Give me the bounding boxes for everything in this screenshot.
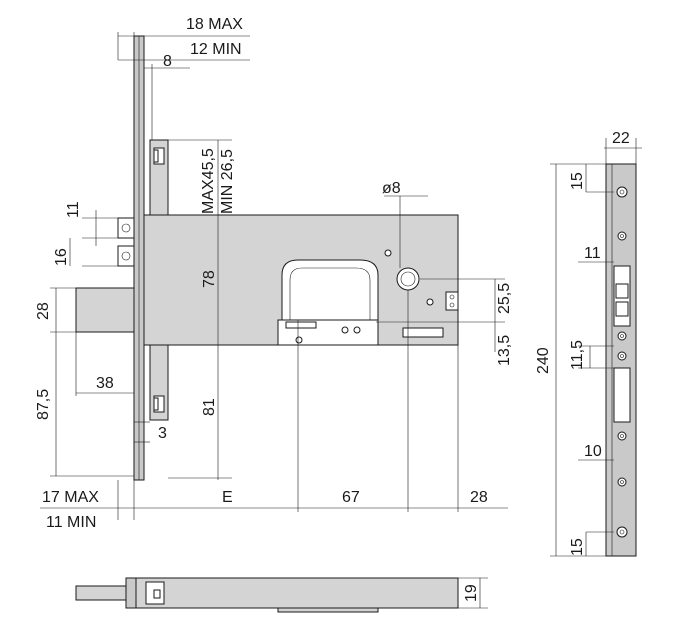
label-19: 19 xyxy=(463,584,480,602)
label-81: 81 xyxy=(201,398,218,416)
label-3: 3 xyxy=(158,425,167,442)
label-135: 13,5 xyxy=(496,335,513,366)
faceplate-side-view xyxy=(550,138,642,557)
label-15-top: 15 xyxy=(569,172,586,190)
label-8-top: 8 xyxy=(163,53,172,70)
label-min265: MIN 26,5 xyxy=(219,149,236,214)
label-22: 22 xyxy=(612,130,630,147)
label-10: 10 xyxy=(584,443,602,460)
label-875: 87,5 xyxy=(35,389,52,420)
label-dia8: ø8 xyxy=(382,180,401,197)
label-12min: 12 MIN xyxy=(190,41,242,58)
label-16: 16 xyxy=(53,248,70,266)
label-11-side: 11 xyxy=(584,245,601,262)
latch-upper xyxy=(117,217,135,239)
label-78: 78 xyxy=(201,270,218,288)
label-E: E xyxy=(222,489,233,506)
dimension-lines xyxy=(40,32,508,520)
label-28-bottom: 28 xyxy=(470,489,488,506)
label-67: 67 xyxy=(342,489,360,506)
label-240: 240 xyxy=(535,347,552,374)
label-18max: 18 MAX xyxy=(186,16,243,33)
label-17max: 17 MAX xyxy=(42,489,99,506)
lock-top-view xyxy=(75,577,488,613)
label-max455: MAX45,5 xyxy=(200,148,217,214)
deadbolt xyxy=(75,287,135,333)
label-28-left: 28 xyxy=(35,302,52,320)
label-255: 25,5 xyxy=(496,283,513,314)
spindle-hole xyxy=(396,267,420,291)
label-38: 38 xyxy=(96,375,114,392)
label-11min: 11 MIN xyxy=(46,514,96,531)
latch-lower xyxy=(117,245,135,267)
label-15-bottom: 15 xyxy=(569,538,586,556)
lock-front-view xyxy=(75,35,459,481)
dimension-labels: 18 MAX 12 MIN 8 MAX45,5 MIN 26,5 11 16 7… xyxy=(35,16,630,602)
label-115: 11,5 xyxy=(569,340,586,370)
label-11: 11 xyxy=(65,201,82,218)
